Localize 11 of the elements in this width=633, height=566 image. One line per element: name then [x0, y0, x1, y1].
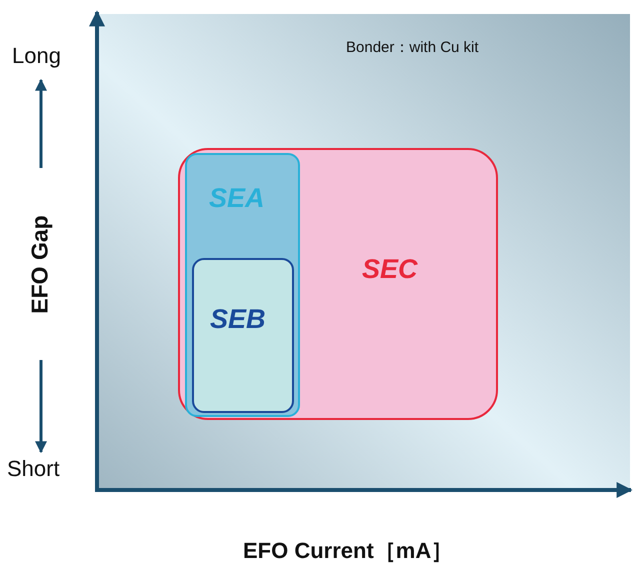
region-box	[192, 258, 294, 413]
axis-label: EFO Gap	[26, 214, 54, 314]
region-label: SEA	[209, 183, 265, 214]
axis-label: Long	[12, 43, 61, 69]
region-box	[185, 153, 300, 417]
axis-label: EFO Current［mA］	[243, 537, 454, 565]
region-label: SEB	[210, 304, 266, 335]
region-label: SEC	[362, 254, 418, 285]
region-box	[178, 148, 498, 420]
note-text: Bonder：with Cu kit	[346, 38, 479, 57]
axis-label: Short	[7, 456, 60, 482]
